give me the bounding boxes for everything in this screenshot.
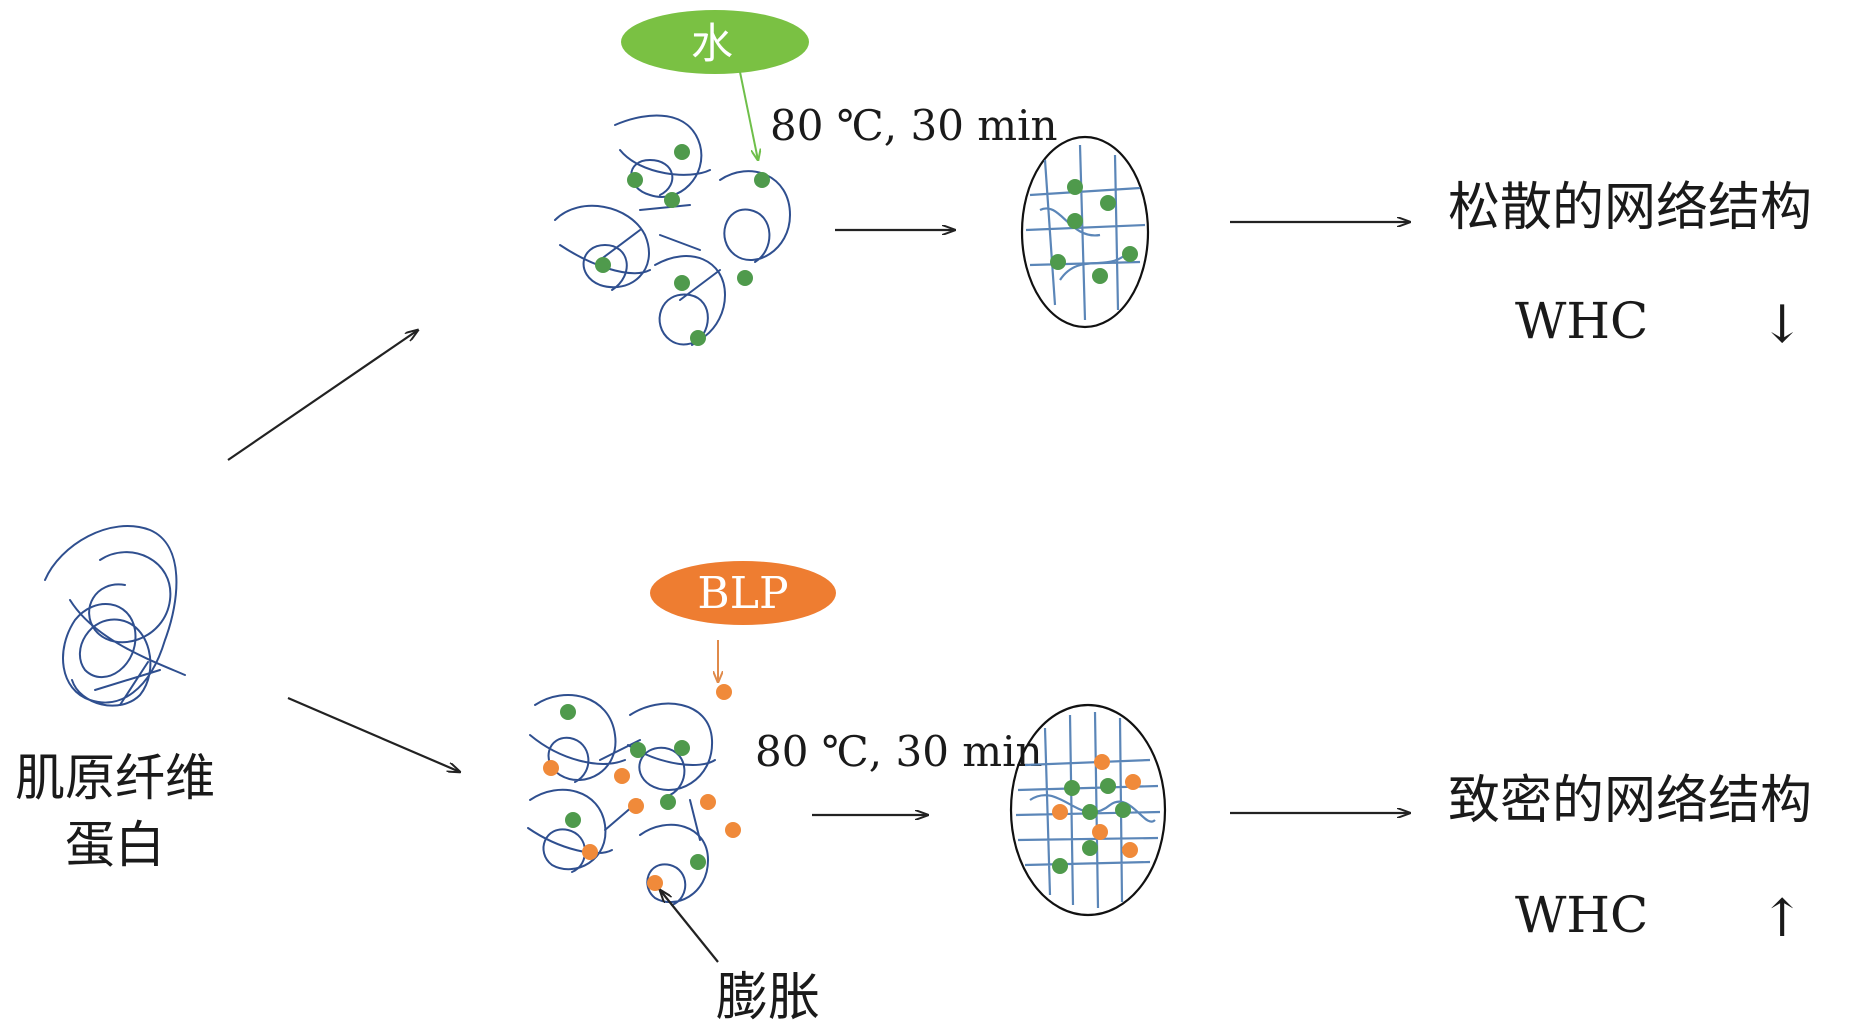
- bottom-trend-arrow: ↑: [1760, 889, 1804, 949]
- protein-coil-icon: [44, 525, 186, 707]
- bottom-result-label: 致密的网络结构: [1448, 771, 1812, 831]
- top-metric-label: WHC: [1515, 292, 1648, 350]
- top-trend-arrow: ↓: [1760, 295, 1804, 355]
- blp-pill: BLP: [650, 561, 836, 625]
- protein-label-line1: 肌原纤维: [15, 749, 215, 807]
- top-protein-cluster: [554, 114, 791, 346]
- bottom-dense-network: [1009, 703, 1167, 917]
- blp-pill-label: BLP: [697, 568, 788, 619]
- arrow-to-bottom-branch: [287, 696, 460, 772]
- top-result-label: 松散的网络结构: [1448, 178, 1812, 238]
- bottom-condition-label: 80 ℃, 30 min: [755, 727, 1043, 776]
- bottom-metric-label: WHC: [1515, 886, 1648, 944]
- water-pointer-arrow: [739, 71, 758, 160]
- water-pill: 水: [621, 10, 809, 74]
- bottom-protein-cluster: [527, 684, 741, 906]
- arrow-to-top-branch: [227, 330, 418, 461]
- top-loose-network: [1020, 135, 1150, 329]
- water-pill-label: 水: [691, 19, 733, 68]
- top-condition-label: 80 ℃, 30 min: [770, 101, 1058, 150]
- swelling-label: 膨胀: [716, 968, 820, 1026]
- swelling-pointer-arrow: [660, 890, 719, 963]
- protein-label-line2: 蛋白: [65, 816, 165, 874]
